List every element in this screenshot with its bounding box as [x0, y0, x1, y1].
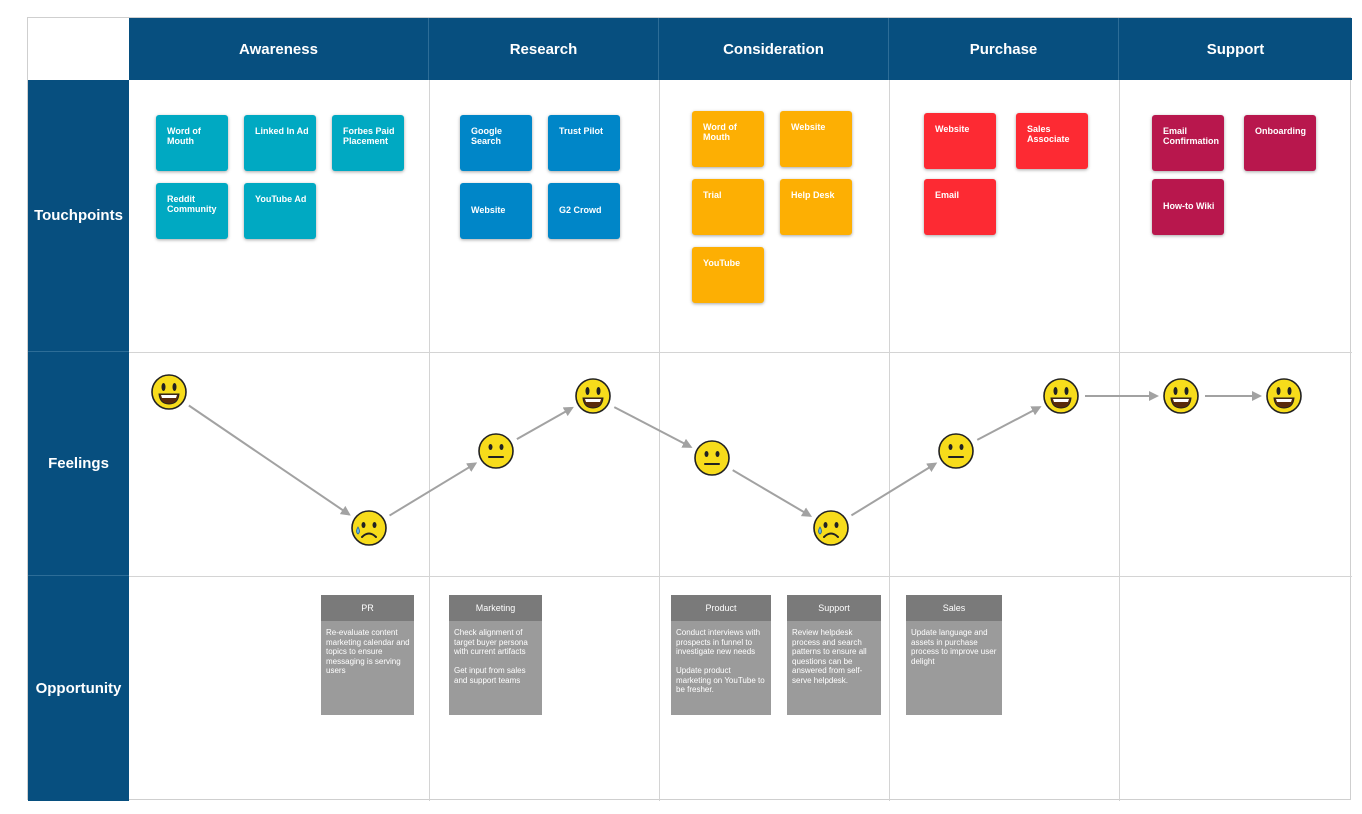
opportunity-note: Conduct interviews with prospects in fun…: [671, 621, 771, 715]
emoji-happy-icon: [1043, 378, 1079, 414]
opportunity-note: Review helpdesk process and search patte…: [787, 621, 881, 715]
stage-header-support: Support: [1119, 18, 1352, 80]
feeling-arrow: [613, 406, 693, 448]
touchpoint-card[interactable]: Sales Associate: [1016, 113, 1088, 169]
journey-map: Awareness Research Consideration Purchas…: [27, 17, 1352, 801]
grid-line: [129, 576, 1352, 577]
opportunity-team: PR: [321, 595, 414, 621]
emoji-sad-icon: [813, 510, 849, 546]
row-header-opportunity: Opportunity: [28, 576, 129, 801]
touchpoint-card[interactable]: Trust Pilot: [548, 115, 620, 171]
grid-line: [659, 80, 660, 801]
touchpoint-card[interactable]: Help Desk: [780, 179, 852, 235]
stage-header-consideration: Consideration: [659, 18, 889, 80]
emoji-happy-icon: [1266, 378, 1302, 414]
touchpoint-card[interactable]: YouTube Ad: [244, 183, 316, 239]
grid-line: [889, 80, 890, 801]
feeling-arrow: [732, 469, 813, 517]
grid-line: [129, 352, 1352, 353]
feeling-arrow: [850, 462, 938, 517]
touchpoint-card[interactable]: Forbes Paid Placement: [332, 115, 404, 171]
stage-header-research: Research: [429, 18, 659, 80]
stage-header-purchase: Purchase: [889, 18, 1119, 80]
touchpoint-card[interactable]: Website: [924, 113, 996, 169]
opportunity-team: Product: [671, 595, 771, 621]
stage-header-awareness: Awareness: [129, 18, 429, 80]
feeling-arrow: [516, 406, 574, 441]
touchpoint-card[interactable]: Website: [460, 183, 532, 239]
touchpoint-card[interactable]: Website: [780, 111, 852, 167]
touchpoint-card[interactable]: Word of Mouth: [692, 111, 764, 167]
row-header-feelings: Feelings: [28, 352, 129, 576]
opportunity-note: Update language and assets in purchase p…: [906, 621, 1002, 715]
touchpoint-card[interactable]: YouTube: [692, 247, 764, 303]
touchpoint-card[interactable]: Email Confirmation: [1152, 115, 1224, 171]
opportunity-note: Check alignment of target buyer persona …: [449, 621, 542, 715]
grid-line: [1119, 80, 1120, 801]
grid-line: [429, 80, 430, 801]
touchpoint-card[interactable]: How-to Wiki: [1152, 179, 1224, 235]
touchpoint-card[interactable]: Onboarding: [1244, 115, 1316, 171]
emoji-sad-icon: [351, 510, 387, 546]
touchpoint-card[interactable]: Email: [924, 179, 996, 235]
touchpoint-card[interactable]: Linked In Ad: [244, 115, 316, 171]
row-header-touchpoints: Touchpoints: [28, 80, 129, 352]
touchpoint-card[interactable]: Reddit Community: [156, 183, 228, 239]
feeling-arrow: [389, 462, 478, 517]
touchpoint-card[interactable]: G2 Crowd: [548, 183, 620, 239]
opportunity-note: Re-evaluate content marketing calendar a…: [321, 621, 414, 715]
emoji-neutral-icon: [478, 433, 514, 469]
touchpoint-card[interactable]: Word of Mouth: [156, 115, 228, 171]
feeling-arrow: [188, 404, 351, 516]
feelings-track: [151, 374, 1302, 546]
opportunity-team: Marketing: [449, 595, 542, 621]
emoji-happy-icon: [575, 378, 611, 414]
emoji-happy-icon: [151, 374, 187, 410]
emoji-neutral-icon: [938, 433, 974, 469]
emoji-neutral-icon: [694, 440, 730, 476]
opportunity-team: Sales: [906, 595, 1002, 621]
feeling-arrow: [976, 406, 1042, 441]
touchpoint-card[interactable]: Trial: [692, 179, 764, 235]
touchpoint-card[interactable]: Google Search: [460, 115, 532, 171]
emoji-happy-icon: [1163, 378, 1199, 414]
opportunity-team: Support: [787, 595, 881, 621]
